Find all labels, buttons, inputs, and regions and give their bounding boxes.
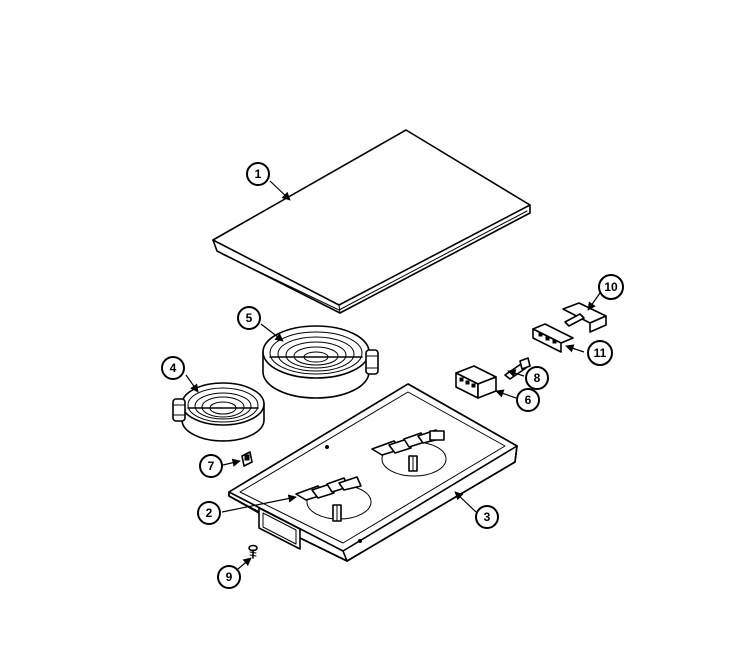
retainer-clip bbox=[241, 451, 253, 467]
callout-8: 8 bbox=[525, 366, 549, 390]
callout-4: 4 bbox=[161, 356, 185, 380]
callout-3: 3 bbox=[475, 505, 499, 529]
switch-block bbox=[455, 365, 497, 399]
callout-11-label: 11 bbox=[594, 346, 607, 360]
terminal-plate bbox=[532, 323, 574, 353]
callout-5-label: 5 bbox=[246, 311, 253, 325]
large-surface-element bbox=[262, 325, 379, 399]
callout-8-label: 8 bbox=[534, 371, 541, 385]
cooktop-base-pan bbox=[228, 383, 518, 562]
callout-9-label: 9 bbox=[226, 570, 233, 584]
callout-4-label: 4 bbox=[170, 361, 177, 375]
callout-10-label: 10 bbox=[604, 280, 618, 294]
mounting-bracket bbox=[562, 302, 607, 333]
callout-6: 6 bbox=[516, 388, 540, 412]
callout-10: 10 bbox=[598, 274, 624, 300]
callout-7-label: 7 bbox=[208, 459, 215, 473]
callout-1: 1 bbox=[246, 162, 270, 186]
callout-11: 11 bbox=[587, 340, 613, 366]
callout-9: 9 bbox=[217, 565, 241, 589]
callout-2-label: 2 bbox=[206, 506, 213, 520]
callout-7: 7 bbox=[199, 454, 223, 478]
small-surface-element bbox=[172, 382, 265, 442]
callout-3-label: 3 bbox=[484, 510, 491, 524]
callout-6-label: 6 bbox=[525, 393, 532, 407]
glass-cooktop-panel bbox=[212, 129, 531, 314]
mounting-screw bbox=[248, 544, 258, 559]
leader-lines bbox=[185, 180, 601, 570]
callout-2: 2 bbox=[197, 501, 221, 525]
callout-1-label: 1 bbox=[255, 167, 262, 181]
callout-5: 5 bbox=[237, 306, 261, 330]
